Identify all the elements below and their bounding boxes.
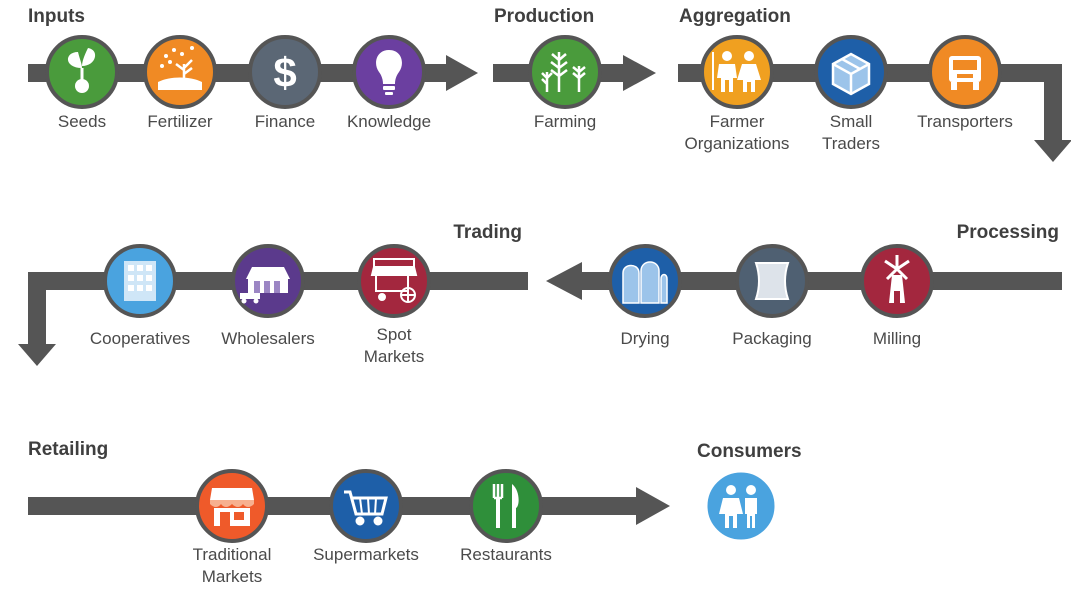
node-label-supermarkets: Supermarkets: [313, 545, 419, 564]
box-icon: [831, 52, 871, 96]
track-corner-left: [28, 272, 46, 346]
node-label-cooperatives: Cooperatives: [90, 329, 190, 348]
node-milling: [860, 244, 934, 318]
node-label-knowledge: Knowledge: [347, 112, 431, 131]
node-label-milling: Milling: [873, 329, 921, 348]
node-label-transporters: Transporters: [917, 112, 1013, 131]
stage-title-production: Production: [494, 6, 594, 27]
node-finance: $: [248, 35, 322, 109]
node-label-farming: Farming: [534, 112, 596, 131]
warehouse-icon: [240, 267, 290, 304]
stage-title-trading: Trading: [453, 222, 522, 243]
node-circle: [329, 469, 403, 543]
people-icon: [719, 485, 757, 528]
node-fertilizer: [143, 35, 217, 109]
node-circle: [357, 244, 431, 318]
node-restaurants: [469, 469, 543, 543]
node-label-finance: Finance: [255, 112, 315, 131]
stage-title-aggregation: Aggregation: [679, 6, 791, 27]
node-circle: [469, 469, 543, 543]
stage-title-retailing: Retailing: [28, 439, 108, 460]
track-row-2a: [580, 272, 1062, 290]
arrow-production-to-aggregation: [623, 55, 656, 91]
stage-title-processing: Processing: [957, 222, 1059, 243]
node-label-packaging: Packaging: [732, 329, 811, 348]
farmers-icon: [712, 51, 761, 92]
windmill-icon: [884, 255, 910, 303]
stage-title-consumers: Consumers: [697, 441, 802, 462]
truck-icon: [949, 56, 981, 90]
arrow-down-right: [1034, 140, 1071, 162]
arrow-retail-to-consumers: [636, 487, 670, 525]
node-farmer-organizations: [700, 35, 774, 109]
node-seeds: [45, 35, 119, 109]
bag-icon: [754, 262, 790, 300]
node-cooperatives: [103, 244, 177, 318]
building-icon: [124, 261, 156, 301]
node-farming: [528, 35, 602, 109]
silo-icon: [622, 261, 668, 304]
seedling-icon: [67, 48, 96, 93]
node-traditional-markets: [195, 469, 269, 543]
node-circle: [248, 35, 322, 109]
node-circle: [195, 469, 269, 543]
node-label-restaurants: Restaurants: [460, 545, 552, 564]
node-drying: [608, 244, 682, 318]
lightbulb-icon: [376, 50, 402, 95]
node-consumers: [704, 469, 778, 543]
node-spot-markets: [357, 244, 431, 318]
arrow-inputs-to-production: [446, 55, 478, 91]
fork-knife-icon: [492, 484, 519, 528]
node-transporters: [928, 35, 1002, 109]
node-supermarkets: [329, 469, 403, 543]
track-corner-right: [1044, 64, 1062, 142]
node-small-traders: [814, 35, 888, 109]
node-label-fertilizer: Fertilizer: [147, 112, 213, 131]
node-label-seeds: Seeds: [58, 112, 106, 131]
track-row-1a: [28, 64, 448, 82]
node-label-wholesalers: Wholesalers: [221, 329, 315, 348]
node-knowledge: [352, 35, 426, 109]
node-label-drying: Drying: [620, 329, 669, 348]
node-wholesalers: [231, 244, 305, 318]
node-circle: [143, 35, 217, 109]
storefront-icon: [210, 488, 254, 526]
dollar-icon: $: [273, 49, 296, 96]
crops-icon: [541, 52, 586, 92]
stage-title-inputs: Inputs: [28, 6, 85, 27]
shopping-cart-icon: [344, 490, 388, 526]
node-packaging: [735, 244, 809, 318]
cart-stall-icon: [370, 258, 418, 303]
arrow-down-left: [18, 344, 56, 366]
arrow-processing-to-trading: [546, 262, 582, 300]
fertilizer-icon: [158, 46, 202, 90]
